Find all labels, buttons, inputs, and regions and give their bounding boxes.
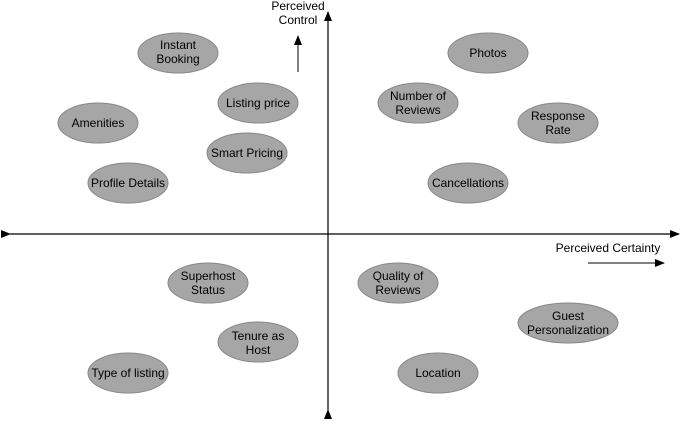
node-label-line: Amenities [72, 116, 125, 130]
node-label-line: Personalization [527, 323, 609, 337]
node-label-line: Listing price [226, 96, 290, 110]
node-ellipse [447, 32, 529, 74]
node-ellipse [87, 352, 169, 394]
node-amenities: Amenities [57, 102, 139, 144]
vertical-axis-label-line-1: Perceived [271, 0, 324, 13]
node-label-line: Superhost [181, 269, 236, 283]
node-profile-details: Profile Details [87, 162, 169, 204]
node-ellipse [167, 262, 249, 304]
node-ellipse [377, 82, 459, 124]
node-ellipse [517, 302, 619, 344]
node-photos: Photos [447, 32, 529, 74]
node-label-line: Smart Pricing [211, 146, 283, 160]
node-label-line: Rate [545, 123, 571, 137]
node-ellipse [427, 162, 509, 204]
node-label-line: Host [246, 343, 271, 357]
node-guest-personalization: Guest Personalization [517, 302, 619, 344]
node-quality-of-reviews: Quality of Reviews [357, 262, 439, 304]
node-label-line: Tenure as [232, 329, 285, 343]
node-smart-pricing: Smart Pricing [206, 132, 288, 174]
node-ellipse [87, 162, 169, 204]
node-label-line: Photos [469, 46, 506, 60]
node-location: Location [397, 352, 479, 394]
node-listing-price: Listing price [217, 82, 299, 124]
node-tenure-as-host: Tenure as Host [217, 321, 299, 363]
node-cancellations: Cancellations [427, 162, 509, 204]
node-label-line: Reviews [395, 103, 440, 117]
node-label-line: Number of [390, 89, 447, 103]
node-ellipse [397, 352, 479, 394]
node-label-line: Instant [160, 38, 197, 52]
node-label-line: Guest [552, 309, 585, 323]
node-response-rate: Response Rate [517, 102, 599, 144]
node-ellipse [217, 321, 299, 363]
node-label-line: Status [191, 283, 225, 297]
node-ellipse [206, 132, 288, 174]
node-number-of-reviews: Number of Reviews [377, 82, 459, 124]
node-label-line: Cancellations [432, 176, 504, 190]
horizontal-axis-label: Perceived Certainty [556, 241, 661, 255]
node-label-line: Type of listing [91, 366, 164, 380]
node-ellipse [137, 32, 219, 74]
node-type-of-listing: Type of listing [87, 352, 169, 394]
node-label-line: Quality of [373, 269, 424, 283]
node-ellipse [517, 102, 599, 144]
node-label-line: Location [415, 366, 460, 380]
node-superhost-status: Superhost Status [167, 262, 249, 304]
node-ellipse [217, 82, 299, 124]
node-ellipse [57, 102, 139, 144]
node-ellipse [357, 262, 439, 304]
vertical-axis-label-line-2: Control [279, 13, 318, 27]
node-label-line: Response [531, 109, 585, 123]
node-label-line: Booking [156, 52, 199, 66]
node-label-line: Profile Details [91, 176, 165, 190]
node-instant-booking: Instant Booking [137, 32, 219, 74]
node-label-line: Reviews [375, 283, 420, 297]
